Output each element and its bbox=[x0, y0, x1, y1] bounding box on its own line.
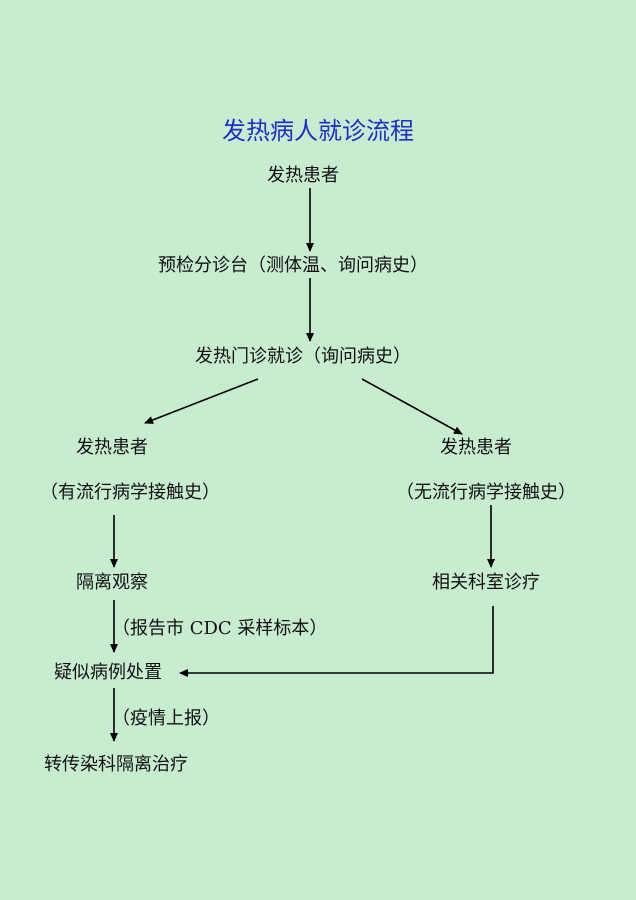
arrow-clinic-to-left-patient bbox=[144, 378, 259, 424]
node-epidemic-report: （疫情上报） bbox=[112, 708, 220, 729]
node-right-contact-history: （无流行病学接触史） bbox=[396, 482, 576, 503]
node-left-fever-patient: 发热患者 bbox=[76, 437, 148, 458]
node-left-contact-history: （有流行病学接触史） bbox=[40, 482, 220, 503]
node-isolation-observation: 隔离观察 bbox=[76, 572, 148, 593]
node-fever-patient: 发热患者 bbox=[267, 165, 339, 186]
node-right-fever-patient: 发热患者 bbox=[440, 437, 512, 458]
node-report-cdc: （报告市 CDC 采样标本） bbox=[112, 618, 328, 639]
node-precheck-triage: 预检分诊台（测体温、询问病史） bbox=[158, 255, 428, 276]
arrow-clinic-to-right-patient bbox=[361, 378, 463, 435]
node-related-department: 相关科室诊疗 bbox=[432, 572, 540, 593]
node-suspected-case: 疑似病例处置 bbox=[54, 662, 162, 683]
node-transfer-infectious: 转传染科隔离治疗 bbox=[44, 754, 188, 775]
flowchart-title: 发热病人就诊流程 bbox=[222, 117, 414, 145]
arrow-related-dept-to-suspected bbox=[179, 606, 494, 677]
node-fever-clinic: 发热门诊就诊（询问病史） bbox=[195, 346, 411, 367]
